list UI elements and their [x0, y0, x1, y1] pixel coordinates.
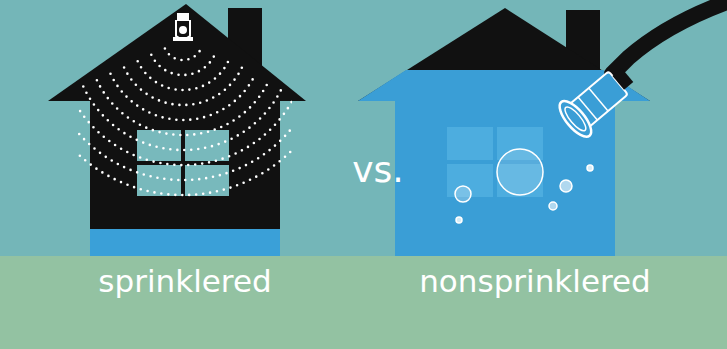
house-wall — [90, 98, 280, 256]
fire-hose — [612, 2, 727, 74]
nonsprinklered-house — [358, 2, 727, 256]
caption-label: nonsprinklered — [395, 264, 675, 298]
caption-label: sprinklered — [55, 264, 315, 298]
air-bubbles — [455, 149, 593, 223]
sky-background — [0, 0, 727, 256]
sprinkler-head — [173, 14, 193, 41]
house-window — [134, 127, 232, 199]
ground-band — [0, 256, 727, 349]
water-level — [90, 229, 280, 256]
sprinklered-house — [43, 4, 324, 256]
water-spray — [78, 49, 292, 196]
hose-nozzle — [554, 58, 641, 141]
comparison-label: vs. — [333, 150, 423, 190]
roof — [48, 4, 306, 101]
